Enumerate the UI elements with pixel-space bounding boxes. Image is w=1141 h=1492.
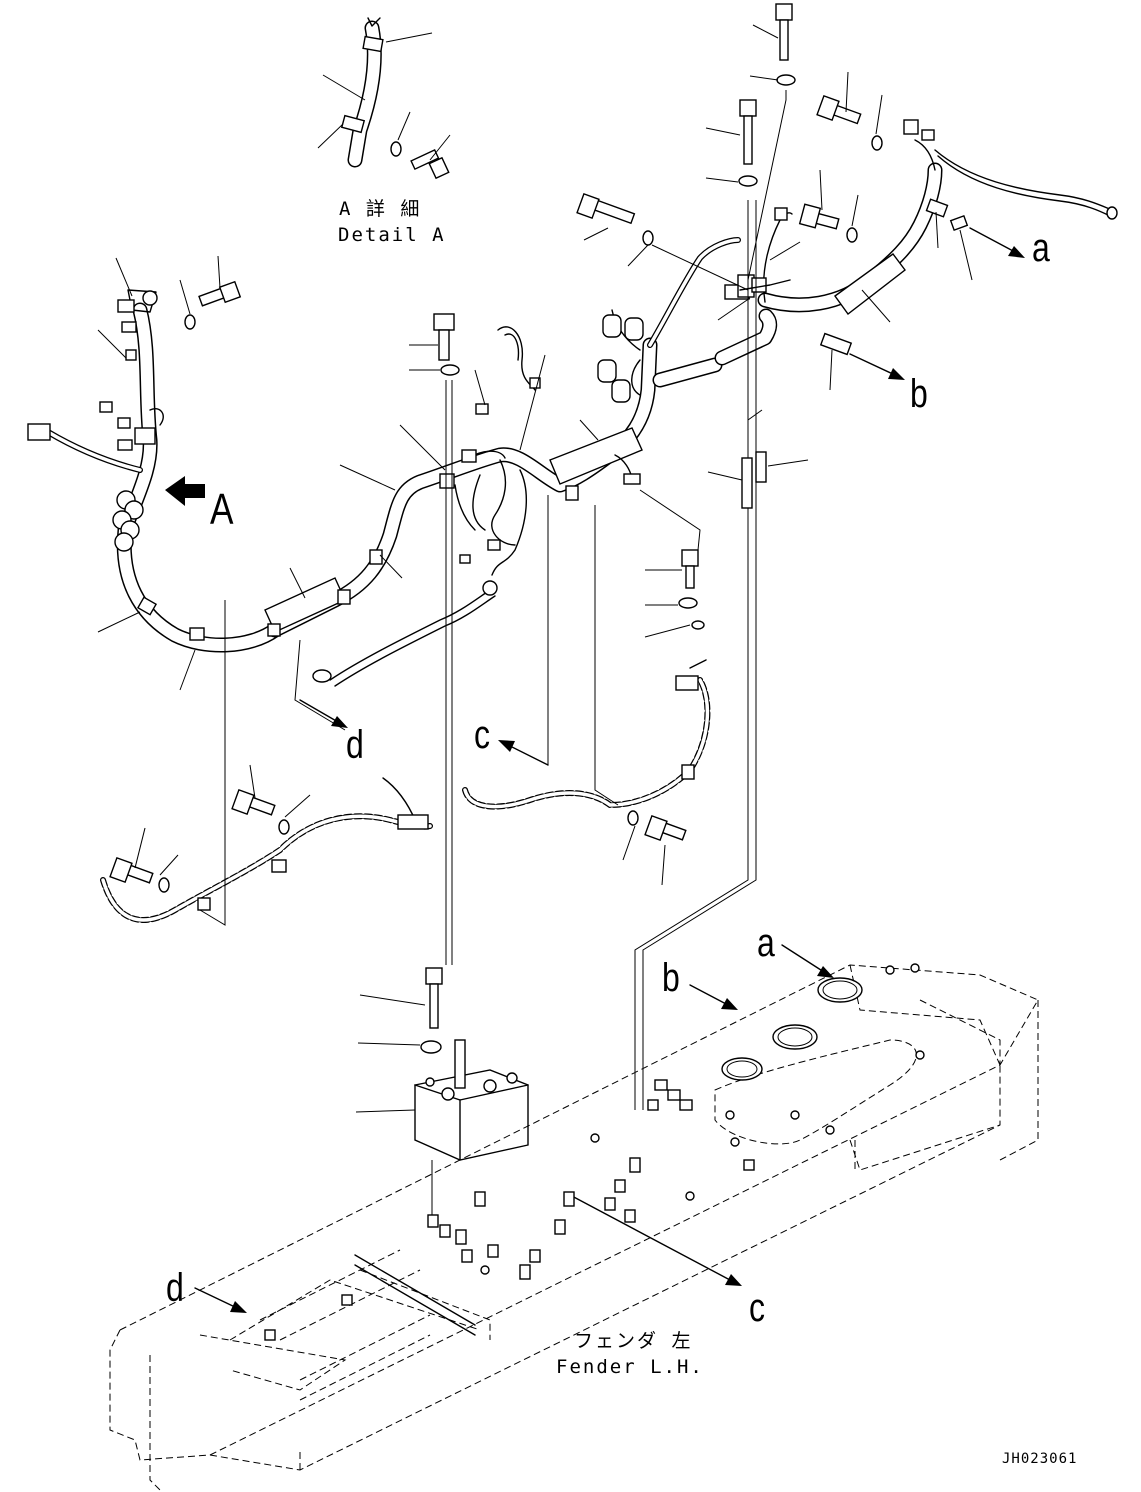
center-fasteners — [576, 3, 809, 1110]
lower-left-cable — [100, 600, 433, 926]
view-arrow-a — [165, 476, 205, 506]
detail-a-bolt-icon — [410, 149, 450, 180]
detail-a-caption-jp: A 詳 細 — [339, 198, 422, 220]
drawing-code: JH023061 — [1002, 1451, 1078, 1467]
connection-label-b-bottom: b — [662, 956, 680, 1000]
lower-left-bolt-icon — [231, 788, 276, 816]
connection-label-c-bottom: c — [749, 1286, 765, 1330]
middle-bolt-icon — [644, 814, 687, 842]
corrugated-rings — [112, 490, 144, 552]
connection-label-d-bottom: d — [166, 1266, 184, 1310]
left-bolt-icon — [198, 280, 242, 307]
connection-label-a-bottom: a — [757, 921, 775, 965]
main-harness — [264, 237, 778, 687]
middle-cable — [462, 489, 711, 886]
right-bolt-2-icon — [798, 203, 840, 230]
center-bolt-icon — [576, 192, 636, 225]
right-harness-branch — [717, 71, 1118, 391]
fender-studs — [264, 963, 925, 1341]
connection-label-b-top: b — [910, 372, 928, 416]
connection-label-d-top: d — [346, 723, 364, 767]
left-harness-branch — [27, 255, 283, 691]
fender-caption-jp: フェンダ 左 — [574, 1330, 693, 1352]
fender-lh — [109, 963, 1039, 1491]
connection-label-a-top: a — [1032, 226, 1050, 270]
lower-left-bolt-2-icon — [109, 856, 154, 884]
detail-a-caption-en: Detail A — [338, 224, 446, 246]
fender-caption-en: Fender L.H. — [556, 1356, 704, 1378]
connection-label-c-top: c — [474, 713, 490, 757]
connection-arrows — [194, 227, 1025, 1313]
right-bolt-icon — [816, 94, 862, 125]
battery-relay-box — [355, 313, 529, 1215]
view-arrow-a-label: A — [210, 485, 234, 534]
detail-a-view — [317, 17, 451, 180]
